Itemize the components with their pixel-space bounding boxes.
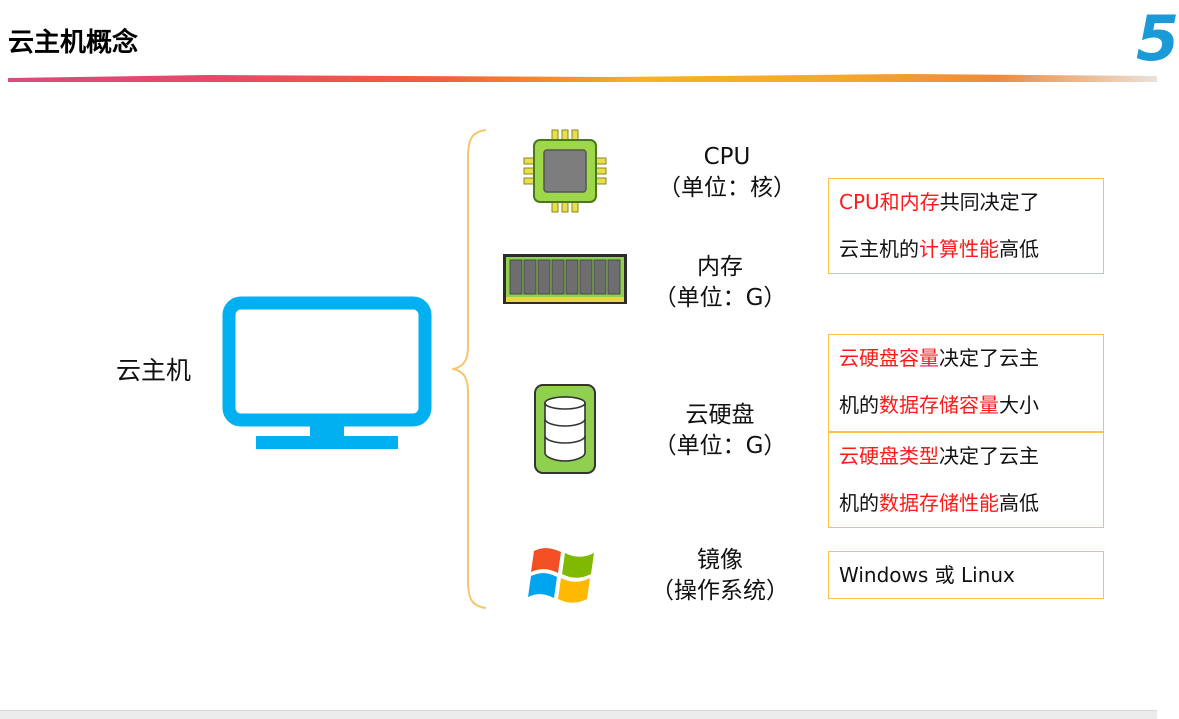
note-highlight: 数据存储性能 bbox=[879, 491, 999, 515]
note-highlight: 计算性能 bbox=[919, 237, 999, 261]
note-text: 云主机的 bbox=[839, 237, 919, 261]
note-text: 高低 bbox=[999, 491, 1039, 515]
note-highlight: 云硬盘类型 bbox=[839, 444, 939, 468]
item-cpu-name: CPU bbox=[703, 144, 751, 170]
note-highlight: 云硬盘容量 bbox=[839, 346, 939, 370]
note-image-os: Windows 或 Linux bbox=[828, 551, 1104, 599]
item-cpu: CPU （单位：核） bbox=[647, 142, 807, 204]
note-text: 决定了云主 bbox=[939, 346, 1039, 370]
note-text: Windows 或 Linux bbox=[839, 563, 1015, 587]
item-memory-name: 内存 bbox=[697, 254, 743, 280]
note-disk-capacity-line2: 机的数据存储容量大小 bbox=[839, 382, 1103, 429]
windows-logo-icon bbox=[528, 548, 594, 603]
note-disk-type-line2: 机的数据存储性能高低 bbox=[839, 480, 1103, 527]
note-text: 大小 bbox=[999, 393, 1039, 417]
item-image: 镜像 （操作系统） bbox=[640, 545, 800, 607]
item-disk: 云硬盘 （单位：G） bbox=[640, 400, 800, 462]
item-disk-name: 云硬盘 bbox=[685, 402, 755, 428]
item-cpu-unit: （单位：核） bbox=[658, 175, 796, 201]
note-text: 机的 bbox=[839, 393, 879, 417]
note-disk-type-line1: 云硬盘类型决定了云主 bbox=[839, 433, 1103, 480]
note-highlight: CPU和内存 bbox=[839, 190, 940, 214]
note-cpu-memory: CPU和内存共同决定了 云主机的计算性能高低 bbox=[828, 178, 1104, 274]
note-cpu-memory-line2: 云主机的计算性能高低 bbox=[839, 226, 1103, 273]
footer-bar bbox=[0, 710, 1157, 719]
note-text: 机的 bbox=[839, 491, 879, 515]
item-memory: 内存 （单位：G） bbox=[640, 252, 800, 314]
slide-number: 5 bbox=[1136, 2, 1179, 75]
title-decoration-band bbox=[8, 74, 1157, 82]
memory-module-icon bbox=[503, 254, 627, 304]
item-memory-unit: （单位：G） bbox=[653, 285, 787, 311]
item-image-name: 镜像 bbox=[697, 547, 743, 573]
slide-title: 云主机概念 bbox=[8, 28, 139, 58]
monitor-icon bbox=[222, 296, 432, 449]
item-image-unit: （操作系统） bbox=[651, 578, 789, 604]
curly-brace bbox=[450, 129, 487, 609]
note-disk-capacity-line1: 云硬盘容量决定了云主 bbox=[839, 335, 1103, 382]
note-text: 共同决定了 bbox=[939, 190, 1040, 214]
note-disk-capacity: 云硬盘容量决定了云主 机的数据存储容量大小 bbox=[828, 334, 1104, 432]
item-disk-unit: （单位：G） bbox=[653, 433, 787, 459]
cpu-chip-icon bbox=[523, 129, 607, 213]
disk-drive-icon bbox=[534, 384, 596, 474]
note-text: 决定了云主 bbox=[939, 444, 1039, 468]
cloud-host-label: 云主机 bbox=[116, 356, 192, 385]
note-cpu-memory-line1: CPU和内存共同决定了 bbox=[839, 179, 1103, 226]
note-text: 高低 bbox=[999, 237, 1039, 261]
note-disk-type: 云硬盘类型决定了云主 机的数据存储性能高低 bbox=[828, 432, 1104, 528]
note-highlight: 数据存储容量 bbox=[879, 393, 999, 417]
